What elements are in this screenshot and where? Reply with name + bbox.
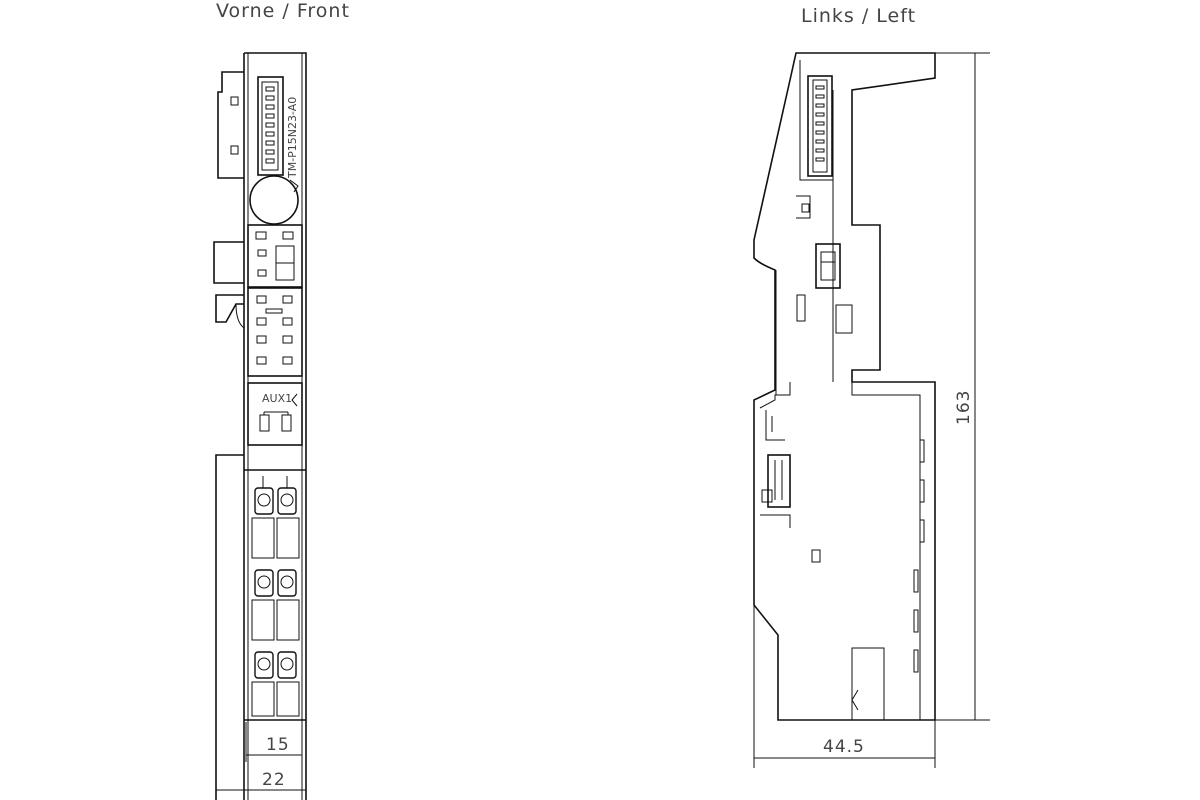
left-depth-dimension: 44.5 <box>753 605 936 768</box>
front-view: Vorne / Front <box>213 0 350 800</box>
latch <box>815 243 841 289</box>
dim-width-outer: 22 <box>262 770 286 790</box>
side-connector <box>807 75 833 177</box>
aux-block <box>247 382 303 446</box>
side-terminal <box>767 454 791 508</box>
dim-height: 163 <box>954 390 974 425</box>
aux-label: AUX1 <box>262 392 292 405</box>
terminal-block-2 <box>251 569 300 641</box>
left-view: Links / Left <box>753 5 990 768</box>
middle-block <box>247 287 303 377</box>
front-dimensions: 15 22 <box>216 722 306 791</box>
dim-depth: 44.5 <box>823 737 865 757</box>
side-connector-pins <box>815 85 825 162</box>
right-edge-ribs <box>913 439 925 673</box>
top-connector <box>257 76 284 176</box>
dim-width-inner: 15 <box>266 735 290 755</box>
connector-pins <box>265 86 275 164</box>
left-height-dimension: 163 <box>935 52 990 721</box>
front-left-clips <box>213 71 245 800</box>
front-view-title: Vorne / Front <box>216 0 350 22</box>
left-profile <box>753 52 936 721</box>
terminal-block-1 <box>251 476 300 559</box>
left-view-title: Links / Left <box>801 5 916 27</box>
front-body: TM-P15N23-A0 AUX1 <box>243 52 307 800</box>
coding-wheel <box>249 175 299 225</box>
upper-block <box>247 224 303 288</box>
part-number-label: TM-P15N23-A0 <box>286 97 299 179</box>
terminal-block-3 <box>251 651 300 717</box>
